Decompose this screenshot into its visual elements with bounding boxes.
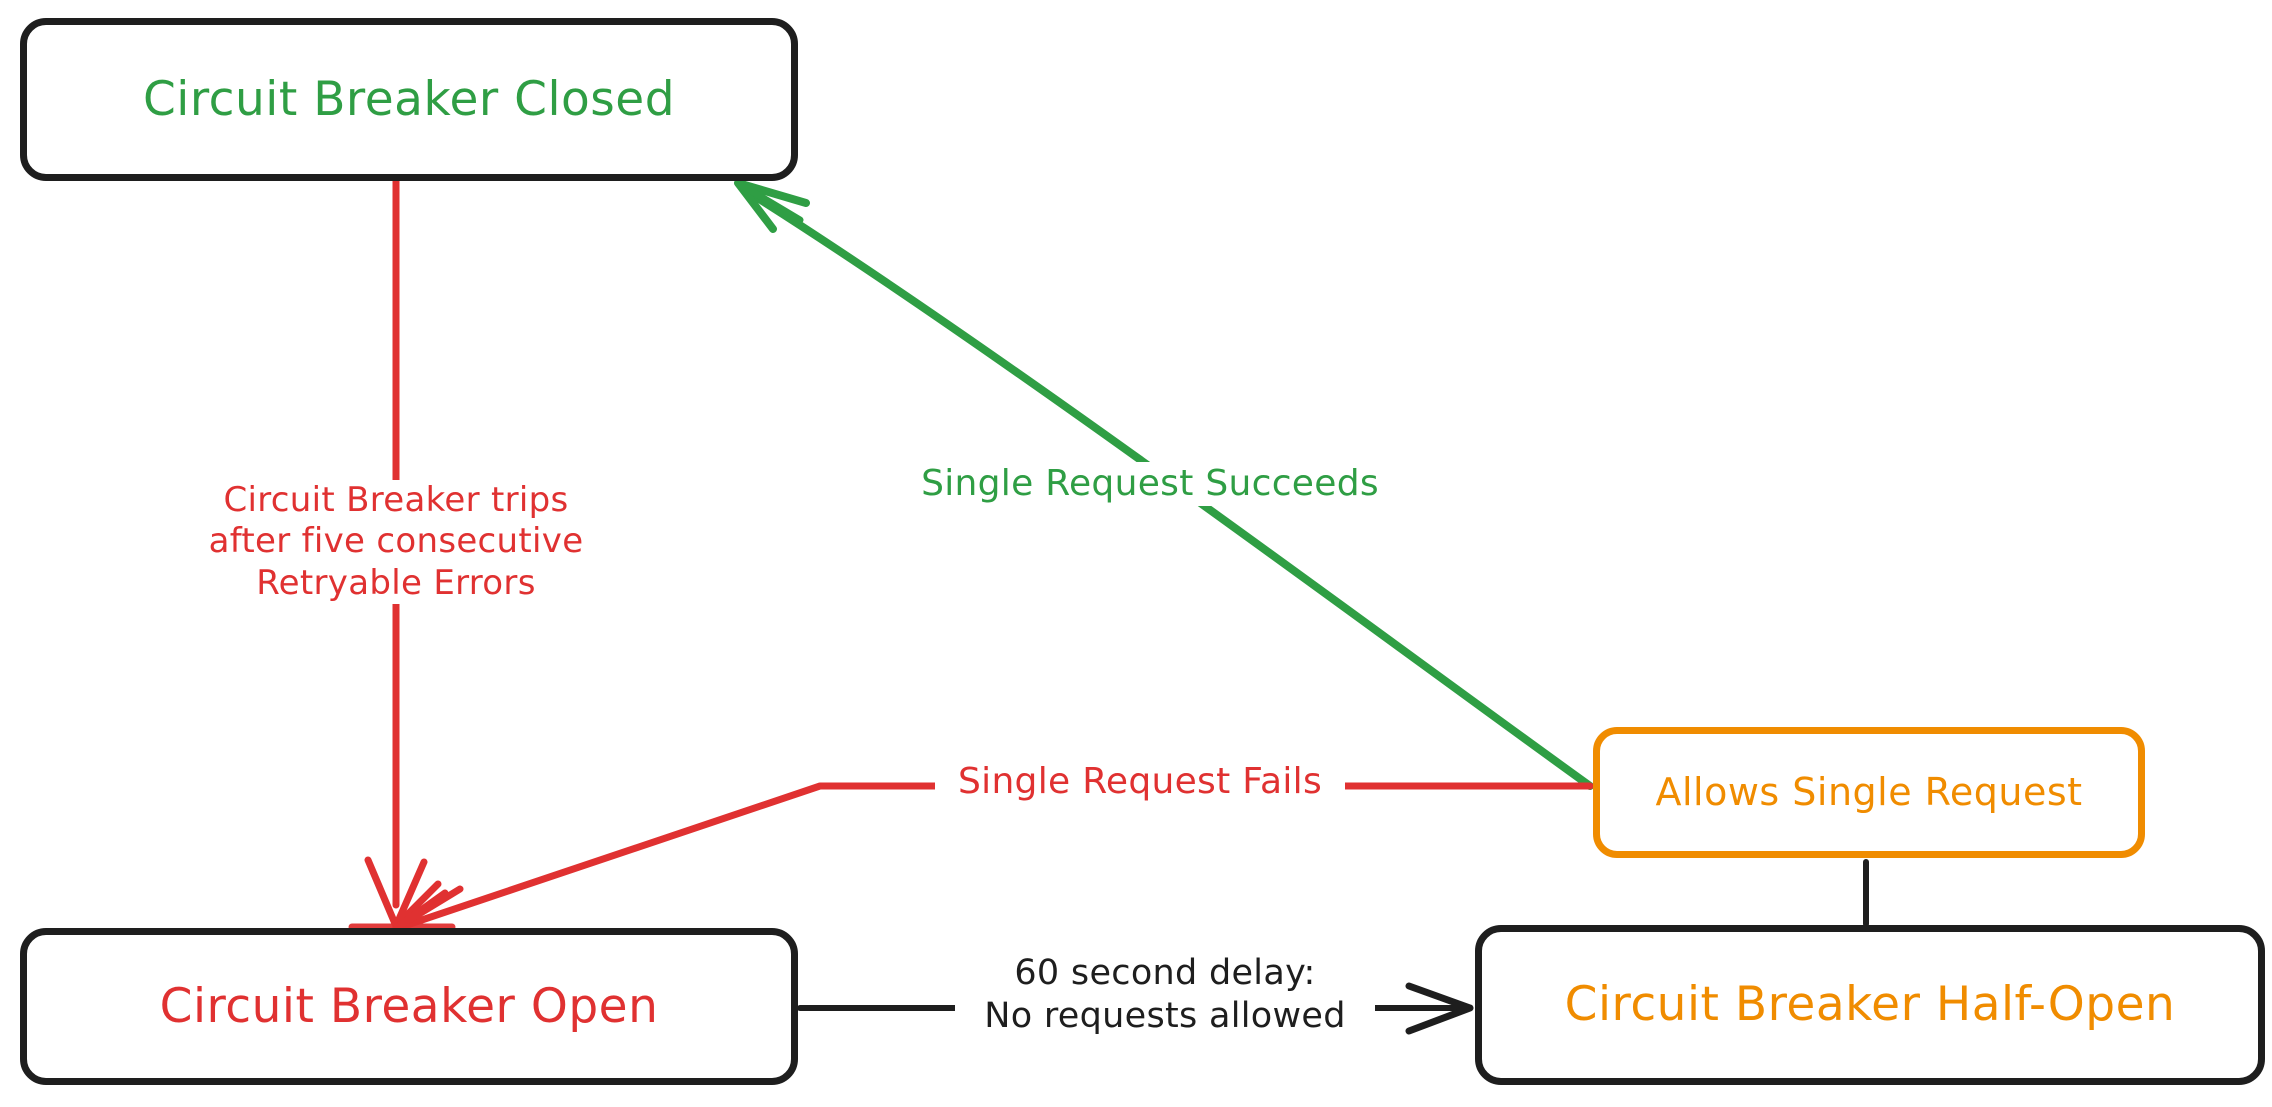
- state-node-label: Circuit Breaker Open: [159, 978, 659, 1034]
- state-node-circuit-breaker-half-open[interactable]: Circuit Breaker Half-Open: [1475, 925, 2265, 1085]
- edge-allows-to-open: [392, 782, 1594, 932]
- state-node-label: Circuit Breaker Closed: [142, 71, 676, 127]
- state-node-allows-single-request[interactable]: Allows Single Request: [1593, 727, 2145, 858]
- edge-label-closed-to-open: Circuit Breaker trips after five consecu…: [180, 480, 612, 605]
- state-node-circuit-breaker-open[interactable]: Circuit Breaker Open: [20, 928, 798, 1085]
- state-node-label: Allows Single Request: [1655, 769, 2083, 814]
- edge-label-allows-to-closed: Single Request Succeeds: [905, 462, 1395, 506]
- edge-label-open-to-halfopen: 60 second delay: No requests allowed: [955, 952, 1375, 1038]
- state-node-circuit-breaker-closed[interactable]: Circuit Breaker Closed: [20, 18, 798, 181]
- edge-label-allows-to-open: Single Request Fails: [935, 760, 1345, 804]
- state-node-label: Circuit Breaker Half-Open: [1564, 977, 2176, 1033]
